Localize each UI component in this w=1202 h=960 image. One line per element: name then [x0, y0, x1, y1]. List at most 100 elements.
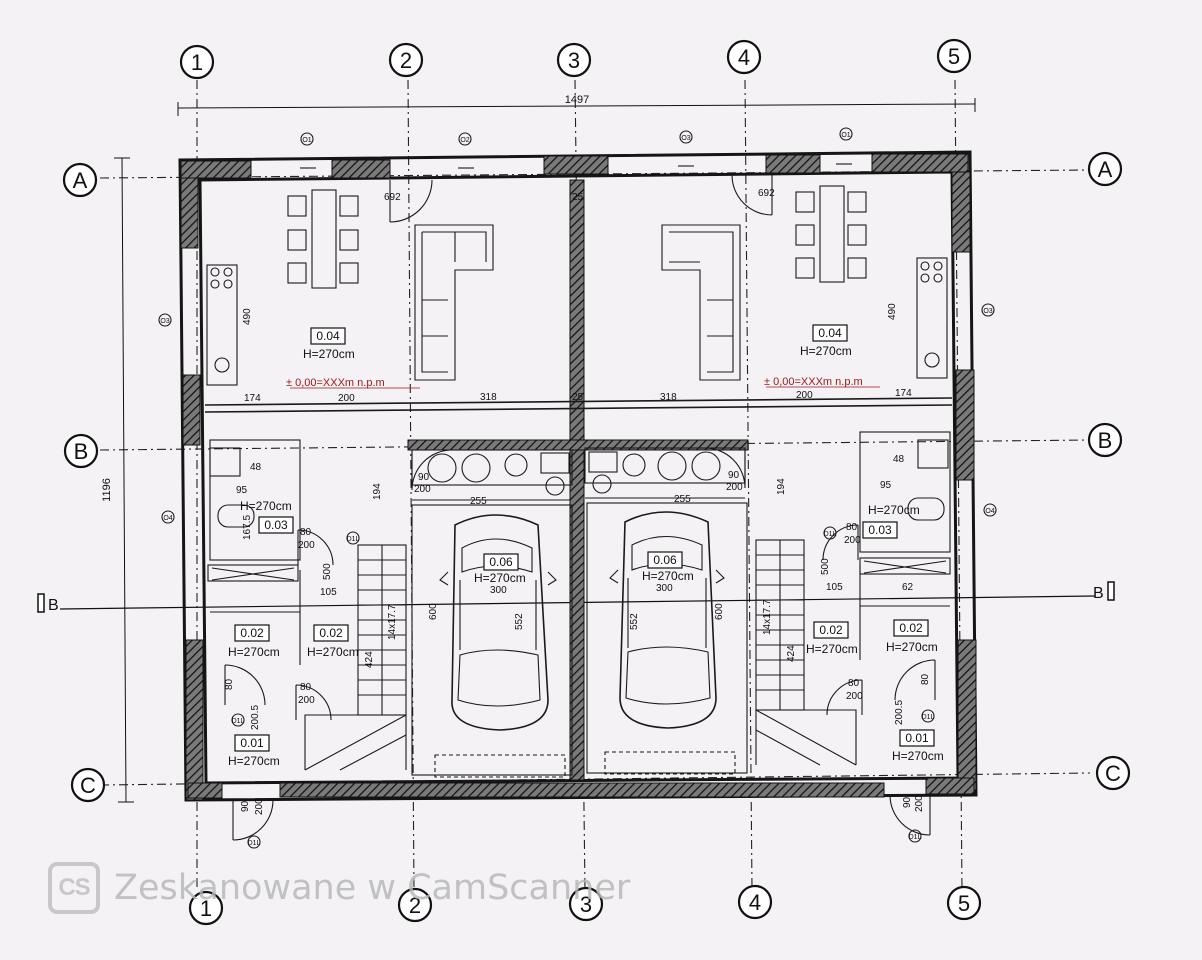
svg-text:2: 2	[400, 48, 412, 73]
room-number-004-right: 0.04	[818, 326, 842, 340]
svg-text:80: 80	[300, 682, 312, 693]
room-height-002-left-b: H=270cm	[307, 645, 359, 659]
svg-text:600: 600	[714, 603, 725, 620]
svg-text:4: 4	[738, 45, 750, 70]
svg-text:C: C	[80, 773, 96, 798]
svg-text:174: 174	[244, 393, 261, 404]
svg-text:200: 200	[414, 484, 431, 495]
room-height-004-left: H=270cm	[303, 347, 355, 361]
svg-text:90: 90	[728, 470, 740, 481]
grid-bubble-c-left: C	[70, 767, 106, 803]
room-number-006-left: 0.06	[489, 555, 513, 569]
svg-text:14x17.7: 14x17.7	[387, 604, 398, 640]
svg-text:25: 25	[572, 192, 584, 203]
exterior-walls	[178, 150, 978, 802]
room-height-002-left-a: H=270cm	[228, 645, 280, 659]
stairs-left: 14x17.7 424	[304, 544, 407, 771]
svg-text:O3: O3	[681, 135, 690, 142]
svg-text:318: 318	[480, 392, 497, 403]
grid-bubble-5-bottom: 5	[946, 885, 982, 921]
svg-text:90: 90	[902, 796, 913, 808]
svg-text:B: B	[74, 439, 89, 464]
svg-text:D1L: D1L	[232, 718, 245, 725]
svg-text:552: 552	[629, 613, 640, 630]
right-service-zone: 95 48 0.03 H=270cm 80 200 500 105 62 194…	[755, 431, 951, 843]
svg-text:O1: O1	[302, 137, 311, 144]
grid-bubble-2-bottom: 2	[397, 887, 433, 923]
room-height-002-right-a: H=270cm	[806, 642, 858, 656]
right-garage: 90 200 255 0.06 H=270cm 300 552 600	[584, 447, 748, 775]
svg-text:490: 490	[887, 303, 898, 320]
room-height-002-right-b: H=270cm	[886, 640, 938, 654]
svg-text:490: 490	[242, 308, 253, 325]
room-number-004-left: 0.04	[316, 329, 340, 343]
svg-text:600: 600	[428, 603, 439, 620]
overall-dimension-height: 1196	[101, 157, 134, 803]
room-number-002-left-b: 0.02	[319, 626, 343, 640]
room-height-004-right: H=270cm	[800, 344, 852, 358]
svg-text:2: 2	[409, 893, 421, 918]
svg-text:O3: O3	[983, 308, 992, 315]
svg-text:O2: O2	[460, 137, 469, 144]
left-service-zone: 95 48 167.5 0.03 H=270cm 80 200 500 105 …	[207, 439, 407, 849]
svg-text:90: 90	[418, 472, 430, 483]
svg-text:692: 692	[384, 192, 401, 203]
svg-text:C: C	[1105, 761, 1121, 786]
svg-text:5: 5	[948, 44, 960, 69]
svg-text:255: 255	[674, 494, 691, 505]
svg-text:A: A	[1098, 157, 1113, 182]
svg-text:O1: O1	[841, 132, 850, 139]
stairs-right: 14x17.7 424	[755, 539, 857, 766]
grid-bubble-1-bottom: 1	[188, 890, 224, 926]
svg-text:80: 80	[920, 673, 931, 685]
section-marker-left: B	[48, 597, 59, 614]
svg-text:A: A	[73, 168, 88, 193]
svg-text:255: 255	[470, 496, 487, 507]
svg-text:300: 300	[490, 585, 507, 596]
svg-text:167.5: 167.5	[242, 515, 253, 540]
room-number-002-left-a: 0.02	[240, 626, 264, 640]
svg-text:95: 95	[880, 480, 892, 491]
overall-dimension-width: 1497	[177, 94, 976, 116]
svg-text:D1L: D1L	[922, 714, 935, 721]
svg-text:80: 80	[224, 678, 235, 690]
svg-text:424: 424	[364, 651, 375, 668]
grid-bubble-4-top: 4	[726, 39, 762, 75]
svg-text:1: 1	[200, 896, 212, 921]
grid-bubble-2-top: 2	[388, 42, 424, 78]
svg-text:200: 200	[298, 540, 315, 551]
svg-text:194: 194	[372, 483, 383, 500]
svg-text:200.5: 200.5	[250, 705, 261, 730]
room-number-001-right: 0.01	[905, 731, 929, 745]
svg-text:D1L: D1L	[909, 834, 922, 841]
svg-text:D1L: D1L	[347, 536, 360, 543]
svg-text:194: 194	[776, 478, 787, 495]
room-number-001-left: 0.01	[240, 736, 264, 750]
svg-text:80: 80	[848, 678, 860, 689]
svg-text:500: 500	[820, 558, 831, 575]
svg-text:500: 500	[322, 563, 333, 580]
level-mark-left: ± 0,00=XXXm n.p.m	[286, 377, 385, 389]
room-number-003-right: 0.03	[868, 523, 892, 537]
svg-text:1196: 1196	[101, 478, 113, 502]
svg-text:B: B	[1098, 428, 1113, 453]
svg-text:3: 3	[568, 48, 580, 73]
svg-text:O4: O4	[985, 508, 994, 515]
grid-bubble-4-bottom: 4	[737, 884, 773, 920]
room-height-003-left: H=270cm	[240, 499, 292, 513]
camscanner-watermark: CS Zeskanowane w CamScanner	[48, 862, 630, 914]
grid-bubble-b-right: B	[1087, 422, 1123, 458]
svg-text:62: 62	[902, 582, 914, 593]
room-number-002-right-b: 0.02	[899, 621, 923, 635]
right-living-room: 490 692 0.04 H=270cm ± 0,00=XXXm n.p.m 3…	[660, 174, 948, 403]
svg-text:200: 200	[298, 695, 315, 706]
grid-bubble-a-right: A	[1087, 151, 1123, 187]
room-number-002-right-a: 0.02	[819, 623, 843, 637]
car-left	[439, 514, 557, 731]
grid-bubble-c-right: C	[1095, 755, 1131, 791]
svg-text:O4: O4	[163, 515, 172, 522]
left-garage: 90 200 255 0.06 H=270cm 300 600 552	[411, 449, 573, 778]
watermark-text: Zeskanowane w CamScanner	[114, 868, 631, 908]
car-right	[609, 511, 725, 729]
svg-text:318: 318	[660, 392, 677, 403]
